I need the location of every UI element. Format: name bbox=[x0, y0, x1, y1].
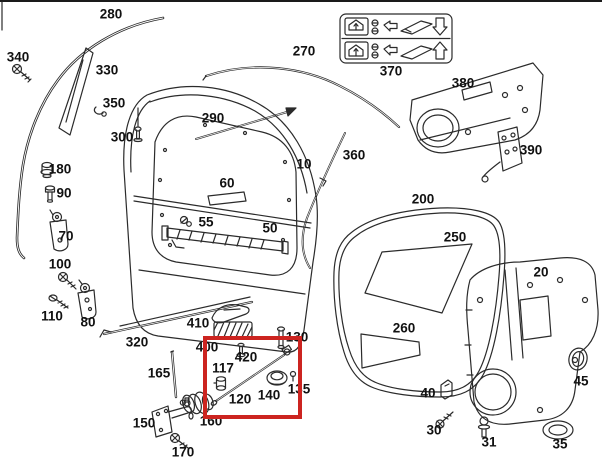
bolt-170-icon bbox=[169, 432, 189, 449]
part-label-140: 140 bbox=[257, 387, 281, 403]
part-label-250: 250 bbox=[443, 229, 467, 245]
impact-beam-50-art bbox=[161, 225, 289, 255]
door-check-150-art bbox=[151, 397, 194, 438]
bolt-90-icon bbox=[44, 185, 56, 203]
clip-117-icon bbox=[213, 376, 227, 391]
part-label-55: 55 bbox=[198, 214, 214, 230]
part-label-350: 350 bbox=[102, 95, 126, 111]
part-label-35: 35 bbox=[552, 436, 568, 452]
arrow-left-icon bbox=[383, 44, 398, 56]
part-label-410: 410 bbox=[186, 315, 210, 331]
stud-420-icon bbox=[236, 342, 246, 358]
clip-40-icon bbox=[440, 379, 453, 400]
part-label-100: 100 bbox=[48, 256, 72, 272]
panel-20-art bbox=[464, 257, 599, 425]
panel-380-art bbox=[409, 62, 544, 154]
arrow-left-icon bbox=[383, 20, 398, 32]
part-label-320: 320 bbox=[125, 334, 149, 350]
screw-30-icon bbox=[435, 411, 454, 429]
part-label-150: 150 bbox=[132, 415, 156, 431]
inner-panel-60-art bbox=[151, 115, 298, 276]
part-label-90: 90 bbox=[56, 185, 72, 201]
pin-31-icon bbox=[477, 416, 491, 438]
part-label-110: 110 bbox=[41, 308, 63, 324]
part-label-400: 400 bbox=[195, 339, 219, 355]
part-label-290: 290 bbox=[201, 110, 225, 126]
cap-nut-180-icon bbox=[40, 161, 54, 179]
house-arrow-up-icon bbox=[344, 17, 369, 36]
instruction-box-370-art bbox=[339, 13, 453, 64]
part-label-200: 200 bbox=[411, 191, 435, 207]
lock-rod-120-art bbox=[210, 344, 293, 406]
part-label-280: 280 bbox=[99, 6, 123, 22]
strip-270-art bbox=[202, 66, 401, 129]
part-label-31: 31 bbox=[481, 434, 497, 450]
pin-130-icon bbox=[276, 326, 286, 350]
part-label-390: 390 bbox=[519, 142, 543, 158]
part-label-120: 120 bbox=[228, 391, 252, 407]
part-label-260: 260 bbox=[392, 320, 416, 336]
clip-350-icon bbox=[93, 106, 107, 117]
bolt-100-icon bbox=[57, 271, 77, 290]
part-135-icon bbox=[289, 370, 297, 382]
screwdriver-part-icon bbox=[400, 45, 433, 60]
part-label-80: 80 bbox=[80, 314, 96, 330]
part-label-170: 170 bbox=[171, 444, 195, 460]
part-label-30: 30 bbox=[426, 422, 442, 438]
grommet-140-icon bbox=[266, 370, 288, 386]
grommet-45-icon bbox=[568, 347, 588, 371]
plate-250-art bbox=[364, 243, 473, 314]
screw-icon bbox=[371, 19, 379, 35]
screw-icon bbox=[371, 43, 379, 59]
screw-340-icon bbox=[11, 63, 32, 83]
part-label-270: 270 bbox=[292, 43, 316, 59]
part-label-70: 70 bbox=[58, 228, 74, 244]
part-label-180: 180 bbox=[48, 161, 72, 177]
screwdriver-part-icon bbox=[400, 20, 433, 35]
part-label-370: 370 bbox=[379, 63, 403, 79]
seal-280-art bbox=[1, 1, 165, 260]
part-label-420: 420 bbox=[234, 349, 258, 365]
part-label-380: 380 bbox=[451, 75, 475, 91]
hinge-70-art bbox=[49, 209, 69, 252]
part-label-50: 50 bbox=[262, 220, 278, 236]
arrow-down-icon bbox=[432, 17, 448, 36]
arrow-up-icon bbox=[432, 41, 448, 60]
strip-360-art bbox=[301, 132, 346, 269]
highlight-box bbox=[203, 336, 302, 419]
part-label-117: 117 bbox=[212, 360, 234, 376]
trim-330-art bbox=[58, 47, 94, 136]
house-arrow-up-icon bbox=[344, 41, 369, 60]
part-label-10: 10 bbox=[296, 156, 312, 172]
part-label-20: 20 bbox=[533, 264, 549, 280]
hinge-80-art bbox=[77, 279, 97, 320]
clip-55-icon bbox=[179, 215, 192, 227]
part-label-40: 40 bbox=[420, 385, 436, 401]
ring-35-icon bbox=[542, 420, 574, 440]
part-label-60: 60 bbox=[219, 175, 235, 191]
strip-320-art bbox=[99, 296, 254, 338]
part-label-360: 360 bbox=[342, 147, 366, 163]
part-label-165: 165 bbox=[147, 365, 171, 381]
part-label-340: 340 bbox=[6, 49, 30, 65]
top-frame-line bbox=[0, 0, 602, 2]
screw-110-icon bbox=[48, 294, 69, 309]
strip-290-arrow-art bbox=[195, 107, 297, 140]
part-label-330: 330 bbox=[95, 62, 119, 78]
bracket-390-art bbox=[481, 126, 523, 183]
part-label-45: 45 bbox=[573, 373, 589, 389]
plate-260-art bbox=[360, 333, 421, 369]
part-label-300: 300 bbox=[110, 129, 134, 145]
rod-165-art bbox=[170, 350, 178, 399]
block-400-art bbox=[213, 321, 253, 338]
